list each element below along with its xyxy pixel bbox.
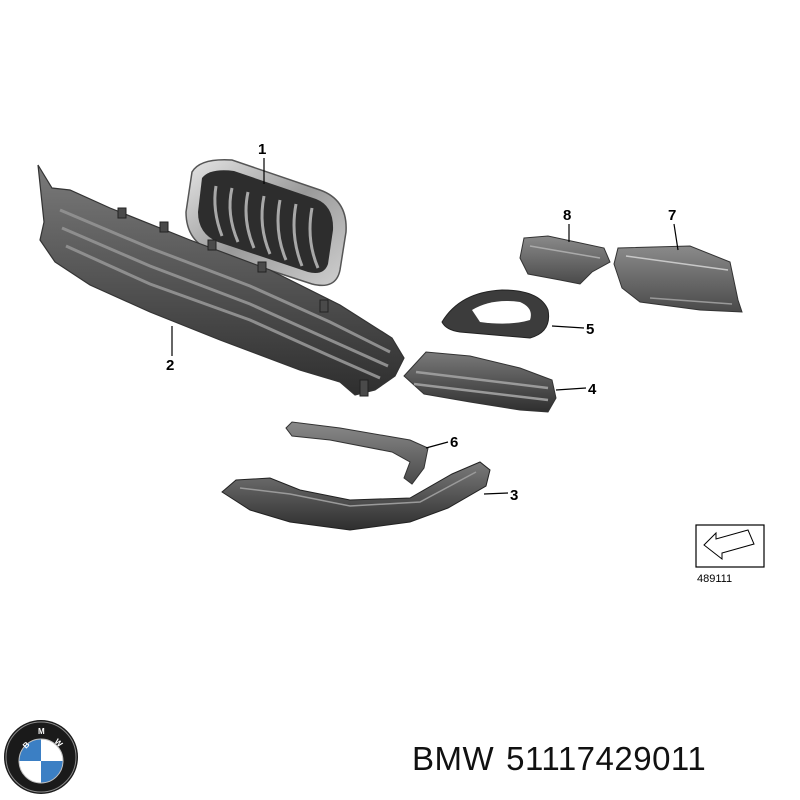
caption: BMW 51117429011: [412, 740, 718, 778]
caption-part-number: 51117429011: [506, 740, 707, 777]
callout-labels: 1 2 3 4 5 6 7 8: [166, 141, 676, 504]
part-side-grille: [403, 351, 557, 413]
caption-brand: BMW: [412, 740, 495, 777]
reference-code: 489111: [697, 573, 732, 585]
part-bracket-small: [519, 235, 611, 285]
part-lower-grille: [37, 164, 405, 397]
callout-6: 6: [450, 434, 458, 451]
bmw-logo: B M W: [4, 720, 78, 794]
part-trim-strip: [285, 421, 429, 485]
leader-6: [425, 441, 449, 449]
arrow-icon: [703, 529, 755, 561]
callout-4: 4: [588, 381, 597, 398]
leader-5: [551, 325, 585, 329]
callout-2: 2: [166, 357, 174, 374]
leader-lines: [171, 158, 679, 495]
part-air-duct: [613, 245, 743, 313]
part-fog-lamp-trim: [441, 289, 550, 339]
callout-7: 7: [668, 207, 676, 224]
callout-1: 1: [258, 141, 266, 158]
leader-7: [673, 223, 679, 251]
reference-box: 489111: [695, 524, 765, 585]
svg-text:B: B: [21, 740, 32, 751]
part-lower-spoiler: [221, 461, 491, 531]
leader-4: [555, 387, 587, 391]
callout-5: 5: [586, 321, 594, 338]
svg-text:M: M: [38, 727, 45, 736]
callout-8: 8: [563, 207, 571, 224]
callout-3: 3: [510, 487, 518, 504]
leader-3: [483, 492, 509, 495]
